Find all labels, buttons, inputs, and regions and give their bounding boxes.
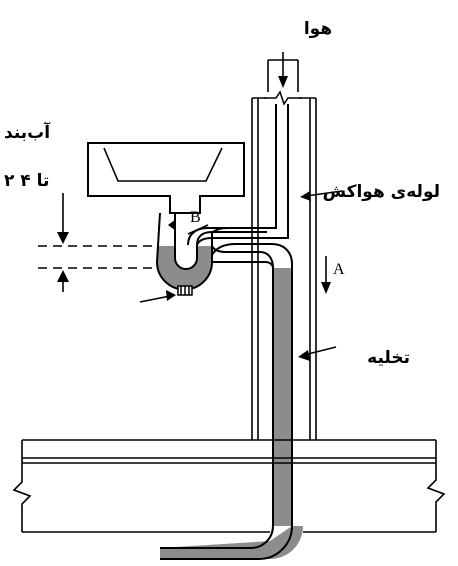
point-a-label: A [333,261,345,278]
seal-dashed-lines [38,245,158,269]
water-fill [157,246,303,559]
seal-dimension-arrows [57,193,69,292]
sink-basin [87,142,245,214]
water-seal-label: آب‌بند [4,121,51,143]
vent-pipe-label: لوله‌ی هواکش [323,182,440,202]
arrow-a [321,256,331,294]
arrow-b [168,219,209,235]
point-b-label: B [190,209,201,226]
cleanout-pointer [139,290,176,303]
drain-label: تخلیه [367,348,410,368]
air-label: هوا [304,19,332,39]
seal-depth-label: ۲ تا ۴ [4,171,49,191]
drain-pipe [160,243,293,560]
vent-break-symbol [264,90,302,106]
cleanout-plug [177,285,193,296]
air-arrow [278,52,288,88]
floor-slab [12,439,446,533]
vent-pipe-pointer [300,190,343,201]
drain-pointer [298,346,337,361]
